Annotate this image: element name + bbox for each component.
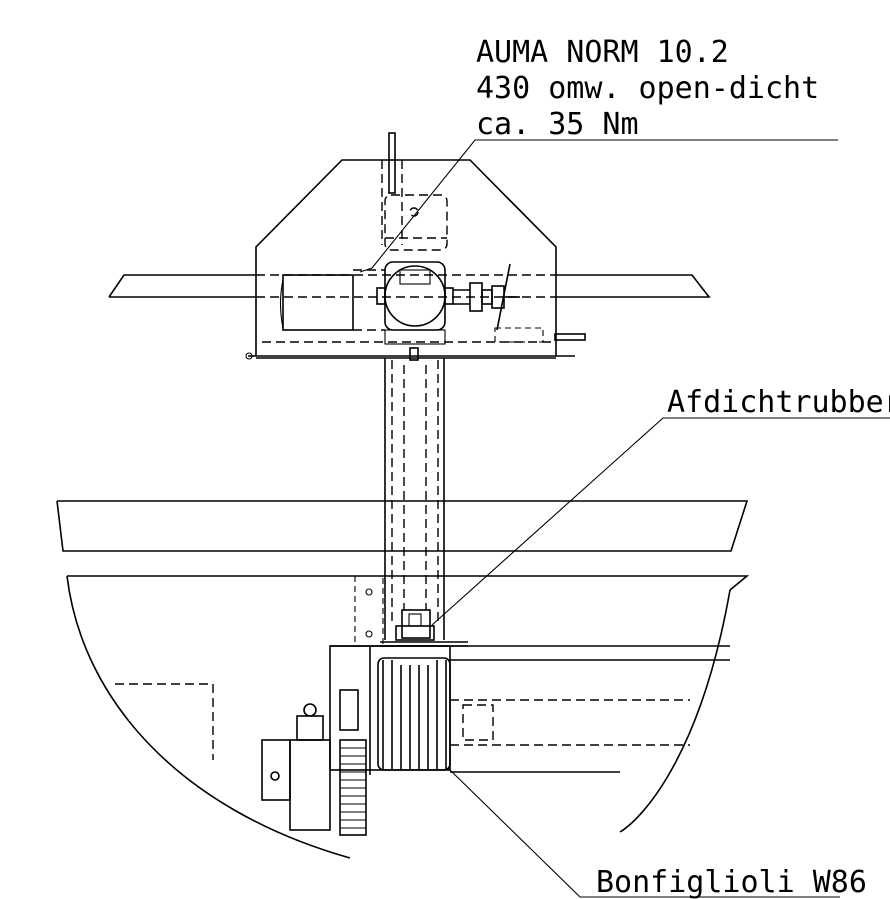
drive-rack [339,739,367,836]
gearbox-label: Bonfiglioli W86 i= [596,865,890,899]
actuator-housing [108,159,711,360]
actuator-label-line1: AUMA NORM 10.2 [476,35,729,70]
drive-shaft [380,347,468,647]
seal-label: Afdichtrubber [667,385,890,420]
gear-teeth [377,657,451,771]
leader-lines [359,139,890,898]
vessel [66,575,750,859]
gearbox [261,645,730,836]
actuator-label-line3: ca. 35 Nm [476,107,639,142]
actuator-label-line2: 430 omw. open-dicht [476,71,819,106]
annotation-actuator: AUMA NORM 10.2 430 omw. open-dicht ca. 3… [476,35,819,142]
upper-beam [56,500,749,552]
actuator-body [279,132,586,345]
